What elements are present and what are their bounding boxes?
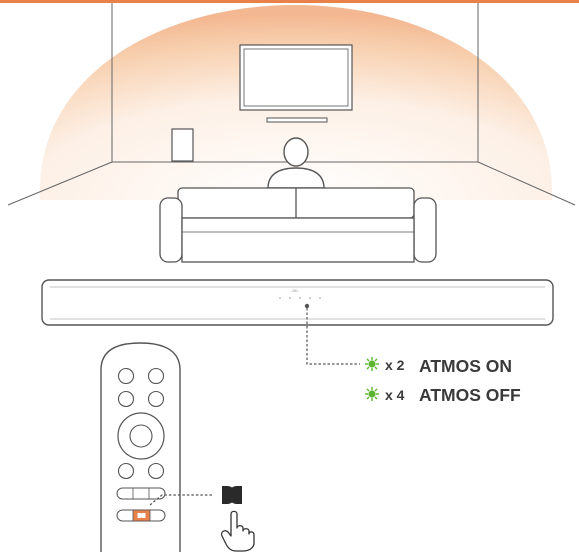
blink-count: x 4 [385,387,405,403]
atmos-state-label: ATMOS ON [419,356,512,376]
pointing-hand-icon [220,510,255,552]
top-accent-bar [0,0,579,3]
remote-button[interactable] [147,367,165,385]
led-blink-icon [365,387,379,401]
soundbar: JBL [41,279,554,326]
led-leader-line [306,308,360,365]
sofa [159,187,437,263]
listener-person [267,137,325,189]
remote-button[interactable] [117,390,135,408]
remote-center-button[interactable] [129,424,153,448]
button-leader-line [149,494,213,506]
brand-logo: JBL [291,288,299,293]
remote-control [100,342,181,552]
remote-button[interactable] [147,462,165,480]
indicator-atmos-on: x 2 ATMOS ON [365,356,512,376]
blink-count: x 2 [385,357,405,373]
remote-button[interactable] [116,487,166,500]
remote-button[interactable] [117,367,135,385]
rear-speaker [171,128,194,162]
tv [239,44,353,111]
remote-button[interactable] [117,462,135,480]
dolby-icon [222,486,242,504]
status-led [304,303,310,309]
remote-button[interactable] [147,390,165,408]
indicator-atmos-off: x 4 ATMOS OFF [365,385,521,405]
soundbar-buttons [279,297,321,299]
atmos-state-label: ATMOS OFF [419,385,521,405]
led-blink-icon [365,357,379,371]
tv-stand-bar [266,117,328,123]
dolby-icon [137,513,146,518]
